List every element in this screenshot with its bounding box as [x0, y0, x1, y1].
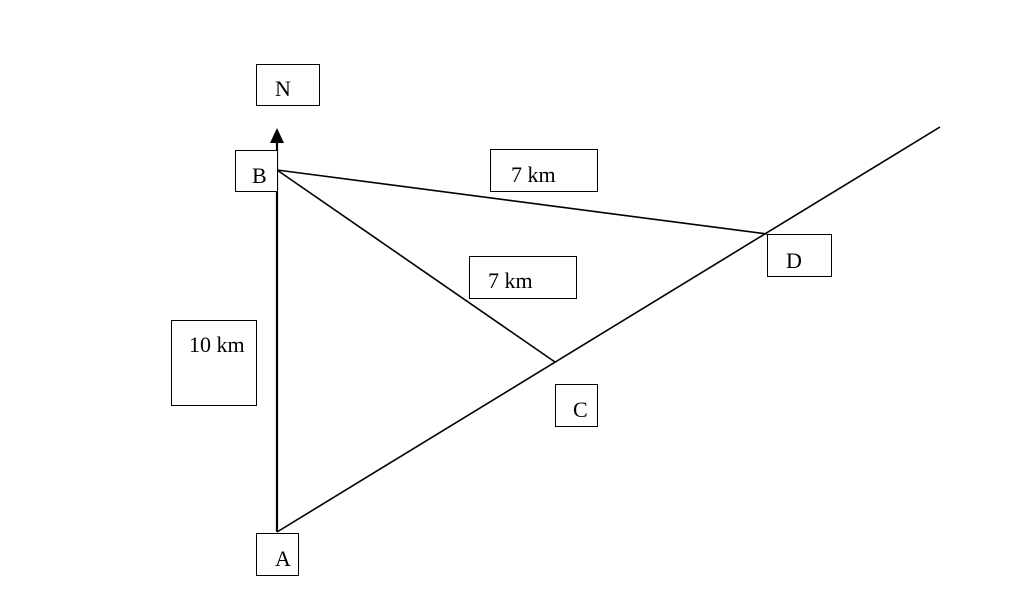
point-b-label: B [252, 163, 267, 188]
distance-bc-box: 7 km [469, 256, 577, 299]
segment-b-c [276, 169, 556, 363]
point-d-box: D [767, 234, 832, 277]
distance-ab-label: 10 km [189, 332, 245, 357]
point-c-box: C [555, 384, 598, 427]
point-a-box: A [256, 533, 299, 576]
distance-ab-box: 10 km [171, 320, 257, 406]
distance-bd-box: 7 km [490, 149, 598, 192]
north-label: N [275, 76, 291, 101]
north-label-box: N [256, 64, 320, 106]
line-a-c-d [276, 126, 941, 533]
distance-bc-label: 7 km [488, 268, 533, 293]
segment-b-d [276, 169, 768, 235]
distance-bd-label: 7 km [511, 162, 556, 187]
point-c-label: C [573, 397, 588, 422]
point-b-box: B [235, 150, 278, 192]
point-d-label: D [786, 248, 802, 273]
north-arrowhead [270, 128, 284, 143]
point-a-label: A [275, 546, 291, 571]
